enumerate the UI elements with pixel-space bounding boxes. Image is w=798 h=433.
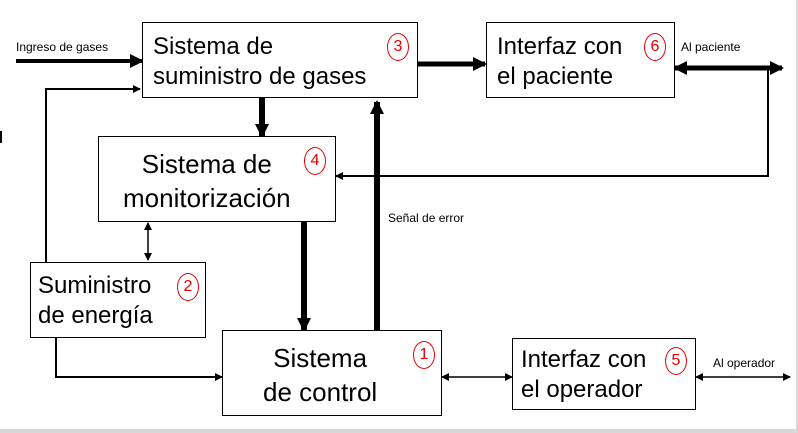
operator-interface-number-badge: 5 (665, 347, 687, 375)
arrow-patient-to-monitoring (335, 68, 769, 180)
operator-interface-block: Interfaz con el operador 5 (512, 338, 696, 410)
patient-interface-title: Interfaz con el paciente (497, 33, 623, 90)
control-block: Sistema de control 1 (222, 330, 442, 416)
monitoring-block: Sistema de monitorización 4 (98, 136, 336, 222)
power-supply-number-badge: 2 (177, 273, 199, 301)
gas-input-label: Ingreso de gases (16, 40, 109, 54)
monitoring-title: Sistema de monitorización (123, 149, 291, 213)
power-supply-title: Suministro de energía (38, 272, 153, 329)
to-operator-label: Al operador (713, 356, 776, 370)
error-signal-label: Señal de error (388, 211, 465, 225)
power-supply-block: Suministro de energía 2 (30, 262, 206, 338)
patient-interface-number-badge: 6 (644, 33, 666, 61)
gas-supply-block: Sistema de suministro de gases 3 (142, 22, 418, 98)
monitoring-number-badge: 4 (304, 147, 326, 175)
bottom-frame-edge (0, 429, 798, 433)
left-edge-mark (0, 131, 2, 143)
control-title: Sistema de control (263, 343, 378, 407)
operator-interface-title: Interfaz con el operador (521, 346, 647, 403)
arrow-power-to-control (55, 338, 223, 381)
right-frame-edge (796, 0, 798, 433)
patient-interface-block: Interfaz con el paciente 6 (486, 22, 675, 98)
to-patient-label: Al paciente (681, 40, 741, 54)
control-number-badge: 1 (413, 341, 435, 369)
arrow-power-to-gas-supply (45, 85, 141, 262)
gas-supply-title: Sistema de suministro de gases (153, 33, 367, 90)
gas-supply-number-badge: 3 (387, 33, 409, 61)
